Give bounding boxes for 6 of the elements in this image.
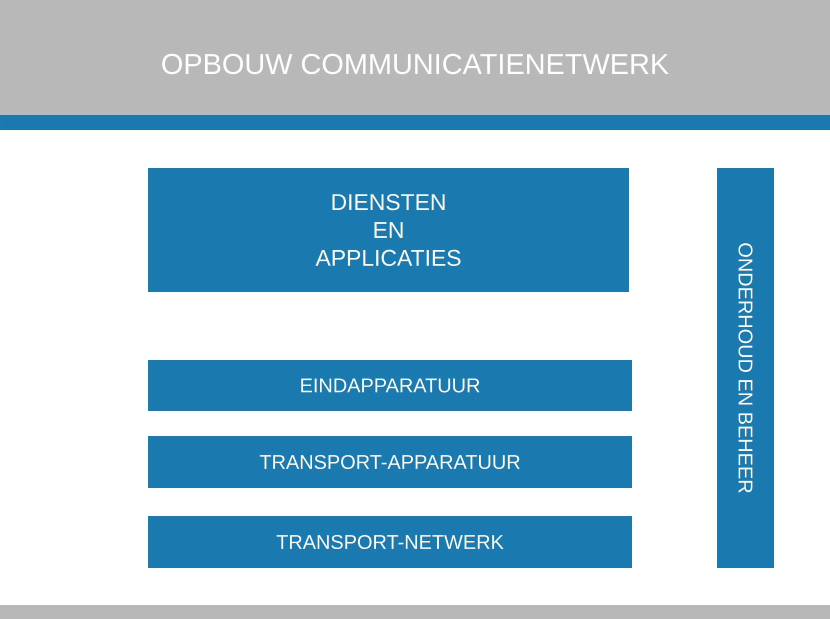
layer-box: TRANSPORT-NETWERK: [148, 516, 632, 568]
vertical-band: ONDERHOUD EN BEHEER: [717, 168, 774, 568]
layer-box: DIENSTEN EN APPLICATIES: [148, 168, 629, 292]
layer-box: EINDAPPARATUUR: [148, 360, 632, 411]
title: OPBOUW COMMUNICATIENETWERK: [162, 54, 669, 74]
layer-box: TRANSPORT-APPARATUUR: [148, 436, 632, 488]
